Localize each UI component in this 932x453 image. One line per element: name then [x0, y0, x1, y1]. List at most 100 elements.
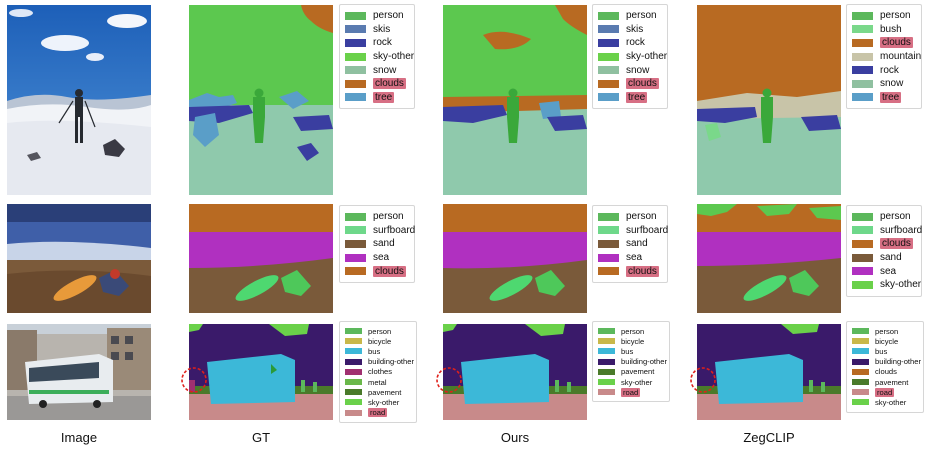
- legend-label: person: [621, 326, 645, 336]
- legend-swatch: [852, 52, 873, 61]
- legend-label: road: [875, 387, 895, 397]
- legend-label: sky-other: [621, 377, 653, 387]
- legend-item: clouds: [852, 36, 916, 50]
- legend-swatch: [345, 93, 366, 102]
- legend-item: bicycle: [852, 336, 918, 346]
- legend-swatch: [852, 338, 869, 345]
- legend-label: person: [880, 10, 911, 22]
- legend-item: sky-other: [852, 278, 921, 292]
- legend-swatch: [345, 226, 366, 235]
- legend-item: sky-other: [852, 397, 918, 407]
- legend-item: clothes: [345, 367, 411, 377]
- legend-swatch: [598, 38, 619, 47]
- legend-swatch: [598, 328, 615, 335]
- legend-item: person: [598, 9, 662, 23]
- caption-ours: Ours: [500, 430, 530, 445]
- legend-swatch: [598, 212, 619, 221]
- legend-item: pavement: [345, 387, 411, 397]
- legend-swatch: [345, 409, 362, 416]
- legend-label: sea: [626, 252, 643, 264]
- legend-label: building-other: [875, 357, 922, 367]
- legend-label: pavement: [621, 367, 655, 377]
- legend-swatch: [345, 328, 362, 335]
- highlight-circle-ours: [436, 367, 462, 393]
- legend-swatch: [852, 226, 873, 235]
- legend-swatch: [598, 11, 619, 20]
- legend-swatch: [345, 38, 366, 47]
- legend-label: person: [373, 211, 404, 223]
- input-image-bus: [7, 324, 151, 420]
- legend-label: tree: [626, 91, 648, 103]
- caption-zegclip: ZegCLIP: [743, 430, 795, 445]
- legend-label: surfboard: [626, 224, 669, 236]
- legend-label: pavement: [875, 377, 909, 387]
- legend-swatch: [852, 389, 869, 396]
- legend-item: building-other: [598, 357, 668, 367]
- legend-label: tree: [373, 91, 395, 103]
- legend-swatch: [598, 348, 615, 355]
- legend-swatch: [345, 79, 366, 88]
- legend-swatch: [345, 212, 366, 221]
- legend-label: building-other: [621, 357, 668, 367]
- zegclip-mask-beach: [697, 204, 841, 313]
- legend-item: bus: [345, 346, 411, 356]
- legend-swatch: [852, 25, 873, 34]
- legend-swatch: [598, 93, 619, 102]
- legend-label: rock: [626, 37, 645, 49]
- legend-label: clouds: [880, 238, 913, 250]
- legend-swatch: [852, 79, 873, 88]
- legend-item: clouds: [852, 237, 916, 251]
- legend-swatch: [345, 239, 366, 248]
- legend-label: sky-other: [368, 397, 400, 407]
- legend-label: surfboard: [880, 224, 923, 236]
- legend-label: building-other: [368, 357, 415, 367]
- legend-swatch: [598, 25, 619, 34]
- legend-label: rock: [373, 37, 392, 49]
- legend-swatch: [345, 358, 362, 365]
- legend-item: rock: [345, 36, 409, 50]
- legend-item: skis: [345, 23, 409, 37]
- legend-item: pavement: [852, 377, 918, 387]
- input-image-beach: [7, 204, 151, 313]
- legend-swatch: [852, 379, 869, 386]
- caption-gt: GT: [251, 430, 271, 445]
- legend-label: pavement: [368, 387, 402, 397]
- legend-swatch: [345, 399, 362, 406]
- legend-item: snow: [345, 63, 409, 77]
- legend-swatch: [852, 358, 869, 365]
- legend-label: clouds: [373, 265, 406, 277]
- legend-label: skis: [373, 23, 391, 35]
- legend-swatch: [852, 239, 873, 248]
- gt-mask-bus: [189, 324, 333, 420]
- legend-item: building-other: [852, 357, 922, 367]
- legend-swatch: [598, 338, 615, 345]
- legend-label: mountain: [880, 51, 922, 63]
- legend-label: person: [875, 326, 899, 336]
- legend-swatch: [598, 267, 619, 276]
- legend-swatch: [598, 358, 615, 365]
- legend-item: snow: [598, 63, 662, 77]
- gt-mask-snow: [189, 5, 333, 195]
- highlight-circle-gt: [181, 367, 207, 393]
- legend-label: person: [368, 326, 392, 336]
- legend-item: person: [852, 9, 916, 23]
- legend-item: clouds: [852, 367, 918, 377]
- legend-swatch: [852, 348, 869, 355]
- legend-item: building-other: [345, 357, 415, 367]
- legend-item: person: [345, 210, 409, 224]
- legend-swatch: [598, 389, 615, 396]
- legend-item: clouds: [598, 77, 662, 91]
- legend-swatch: [598, 79, 619, 88]
- legend-label: person: [626, 10, 657, 22]
- legend-swatch: [598, 368, 615, 375]
- legend-label: person: [880, 211, 911, 223]
- legend-swatch: [345, 389, 362, 396]
- legend-swatch: [345, 52, 366, 61]
- legend-item: bush: [852, 23, 916, 37]
- zegclip-mask-snow: [697, 5, 841, 195]
- legend-item: bus: [598, 346, 664, 356]
